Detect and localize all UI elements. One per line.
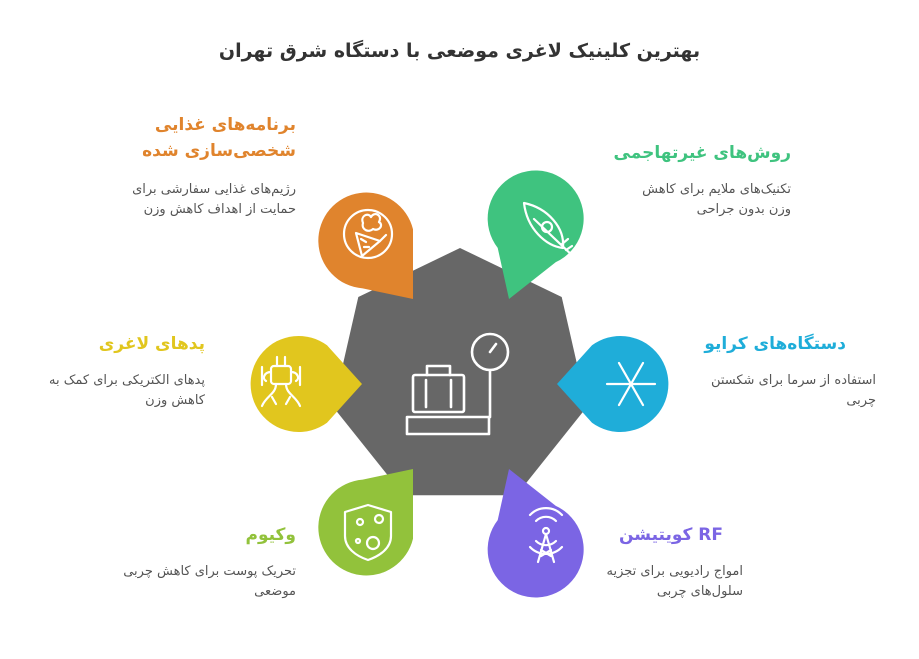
rf-title: RF کویتیشن — [619, 522, 723, 548]
vegetables-icon — [342, 208, 394, 260]
page-title: بهترین کلینیک لاغری موضعی با دستگاه شرق … — [218, 40, 701, 62]
vacuum-description: تحریک پوست برای کاهش چربی موضعی — [123, 562, 296, 602]
nonsurgical-description: تکنیک‌های ملایم برای کاهش وزن بدون جراحی — [642, 180, 791, 220]
vacuum-title: وکیوم — [245, 522, 296, 548]
diet-title: برنامه‌های غذایی شخصی‌سازی شده — [142, 112, 296, 164]
pads-title-line-1: پدهای لاغری — [98, 334, 205, 354]
pads-description: پدهای الکتریکی برای کمک به کاهش وزن — [49, 371, 205, 411]
nonsurgical-desc-line-1: تکنیک‌های ملایم برای کاهش — [642, 182, 791, 197]
diet-title-line-1: برنامه‌های غذایی — [154, 115, 296, 135]
cryo-title-line-1: دستگاه‌های کرایو — [704, 334, 846, 354]
vacuum-drop — [318, 469, 413, 576]
shield-bubbles-icon — [343, 503, 393, 562]
pads-drop — [250, 336, 362, 432]
rf-drop — [487, 469, 584, 598]
nonsurgical-title-line-1: روش‌های غیرتهاجمی — [613, 143, 791, 163]
luggage-scale-icon — [405, 332, 510, 436]
vacuum-title-line-1: وکیوم — [245, 525, 296, 545]
diet-description: رژیم‌های غذایی سفارشی برای حمایت از اهدا… — [132, 180, 296, 220]
diet-title-line-2: شخصی‌سازی شده — [142, 141, 296, 161]
vacuum-desc-line-2: موضعی — [254, 584, 296, 599]
center-hub — [333, 248, 587, 496]
nonsurgical-drop — [487, 170, 584, 299]
nonsurgical-desc-line-2: وزن بدون جراحی — [696, 202, 791, 217]
diet-desc-line-1: رژیم‌های غذایی سفارشی برای — [132, 182, 296, 197]
diet-desc-line-2: حمایت از اهداف کاهش وزن — [143, 202, 296, 217]
rf-description: امواج رادیویی برای تجزیه سلول‌های چربی — [606, 562, 743, 602]
radio-tower-icon — [528, 507, 564, 564]
cryo-description: استفاده از سرما برای شکستن چربی — [711, 371, 876, 411]
rf-title-line-1: RF کویتیشن — [618, 525, 723, 545]
cryo-desc-line-2: چربی — [846, 393, 876, 408]
rf-desc-line-2: سلول‌های چربی — [656, 584, 743, 599]
pads-title: پدهای لاغری — [99, 331, 205, 357]
feather-icon — [522, 201, 578, 264]
vacuum-desc-line-1: تحریک پوست برای کاهش چربی — [123, 564, 296, 579]
snowflake-icon — [605, 361, 657, 407]
cryo-title: دستگاه‌های کرایو — [704, 331, 846, 357]
pads-desc-line-1: پدهای الکتریکی برای کمک به — [49, 373, 205, 388]
electrode-pad-icon — [260, 355, 302, 408]
diet-drop — [318, 192, 413, 299]
pads-desc-line-2: کاهش وزن — [145, 393, 205, 408]
nonsurgical-title: روش‌های غیرتهاجمی — [614, 140, 791, 166]
cryo-desc-line-1: استفاده از سرما برای شکستن — [710, 373, 876, 388]
rf-desc-line-1: امواج رادیویی برای تجزیه — [606, 564, 743, 579]
